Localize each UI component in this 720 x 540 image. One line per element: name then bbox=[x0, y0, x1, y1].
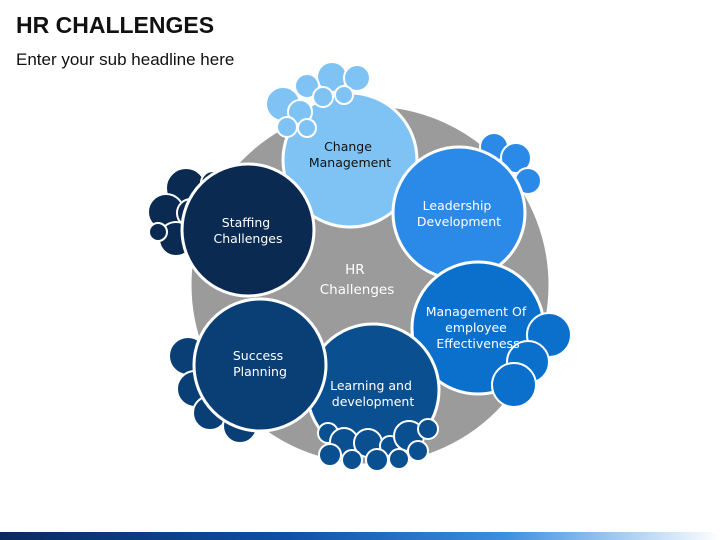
node-learning-and-development-line-2: development bbox=[332, 394, 415, 409]
node-change-management[interactable]: Change Management bbox=[265, 61, 419, 229]
node-learning-and-development-line-1: Learning and bbox=[330, 378, 412, 393]
node-staffing-challenges-label: Staffing Challenges bbox=[213, 215, 282, 246]
node-staffing-challenges-line-1: Staffing bbox=[222, 215, 270, 230]
hub-label-line-1: HR bbox=[345, 262, 365, 278]
node-staffing-challenges-circle bbox=[180, 162, 316, 298]
footer-accent-bar bbox=[0, 532, 720, 540]
hub-label-line-2: Challenges bbox=[320, 282, 395, 298]
node-management-of-employee-effectiveness-line-2: employee bbox=[445, 320, 507, 335]
node-change-management-line-1: Change bbox=[324, 139, 372, 154]
node-success-planning-label: Success Planning bbox=[233, 348, 287, 379]
node-management-of-employee-effectiveness[interactable]: Management Of employee Effectiveness bbox=[410, 260, 572, 408]
node-change-management-line-2: Management bbox=[309, 155, 391, 170]
page-subtitle: Enter your sub headline here bbox=[16, 50, 235, 69]
node-success-planning-circle bbox=[192, 297, 328, 433]
node-management-of-employee-effectiveness-line-1: Management Of bbox=[426, 304, 527, 319]
node-learning-and-development[interactable]: Learning and development bbox=[305, 322, 441, 472]
node-leadership-development-label: Leadership Development bbox=[417, 198, 501, 229]
node-management-of-employee-effectiveness-bubbles bbox=[491, 312, 572, 408]
node-leadership-development-line-2: Development bbox=[417, 214, 501, 229]
node-leadership-development-line-1: Leadership bbox=[423, 198, 492, 213]
node-management-of-employee-effectiveness-line-3: Effectiveness bbox=[436, 336, 519, 351]
node-learning-and-development-label: Learning and development bbox=[330, 378, 416, 409]
page-title: HR CHALLENGES bbox=[16, 12, 215, 38]
node-leadership-development-bubbles bbox=[479, 132, 542, 195]
node-learning-and-development-bubbles bbox=[317, 418, 439, 472]
node-staffing-challenges-line-2: Challenges bbox=[213, 231, 282, 246]
node-success-planning[interactable]: Success Planning bbox=[168, 297, 328, 444]
node-leadership-development-circle bbox=[391, 145, 527, 281]
node-change-management-bubbles bbox=[265, 61, 371, 138]
node-staffing-challenges[interactable]: Staffing Challenges bbox=[147, 162, 316, 298]
hub-label: HR Challenges bbox=[320, 262, 395, 298]
node-change-management-label: Change Management bbox=[309, 139, 391, 170]
node-success-planning-line-1: Success bbox=[233, 348, 283, 363]
node-success-planning-line-2: Planning bbox=[233, 364, 287, 379]
node-management-of-employee-effectiveness-label: Management Of employee Effectiveness bbox=[426, 304, 531, 351]
